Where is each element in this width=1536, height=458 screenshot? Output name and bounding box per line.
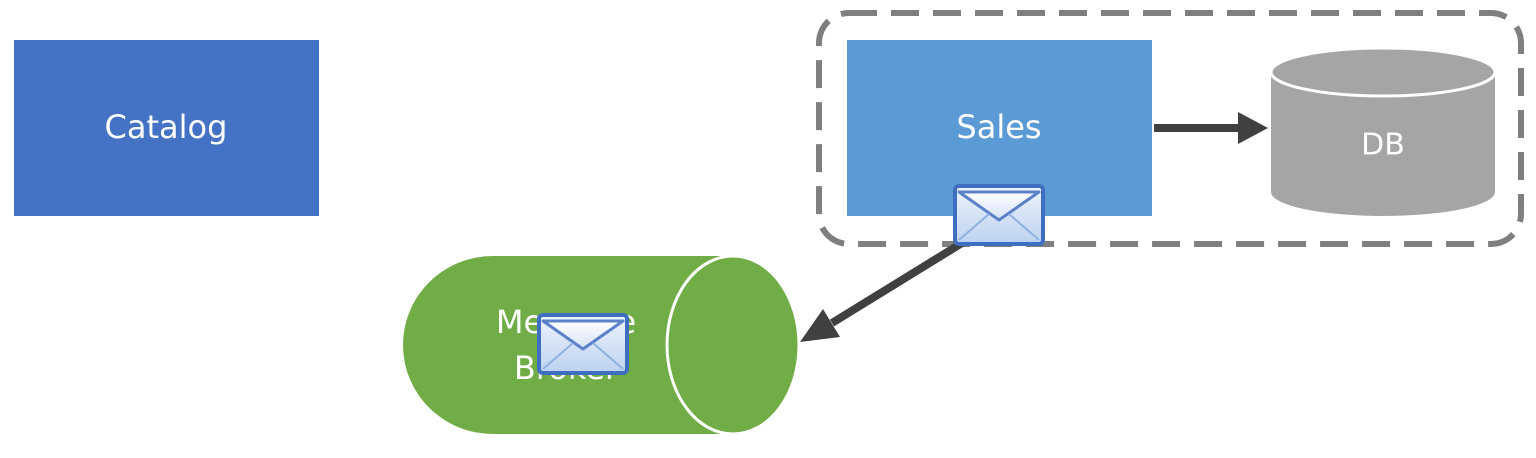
catalog-box bbox=[14, 40, 319, 216]
envelope-icon bbox=[953, 184, 1045, 246]
broker-end bbox=[665, 254, 801, 436]
sales-to-broker-arrow bbox=[800, 239, 965, 342]
db-node: DB bbox=[1269, 46, 1497, 216]
db-label: DB bbox=[1361, 128, 1405, 163]
sales-label: Sales bbox=[956, 108, 1041, 146]
sales-to-db-arrow bbox=[1154, 112, 1268, 144]
db-body bbox=[1271, 72, 1495, 216]
catalog-node: Catalog bbox=[14, 40, 319, 216]
catalog-label: Catalog bbox=[105, 108, 228, 146]
envelope-icon bbox=[537, 313, 629, 375]
arrow-head bbox=[800, 309, 840, 342]
arrow-head bbox=[1238, 112, 1268, 144]
service-boundary bbox=[816, 10, 1524, 247]
arrow-shaft bbox=[829, 239, 965, 327]
db-top bbox=[1269, 46, 1497, 98]
